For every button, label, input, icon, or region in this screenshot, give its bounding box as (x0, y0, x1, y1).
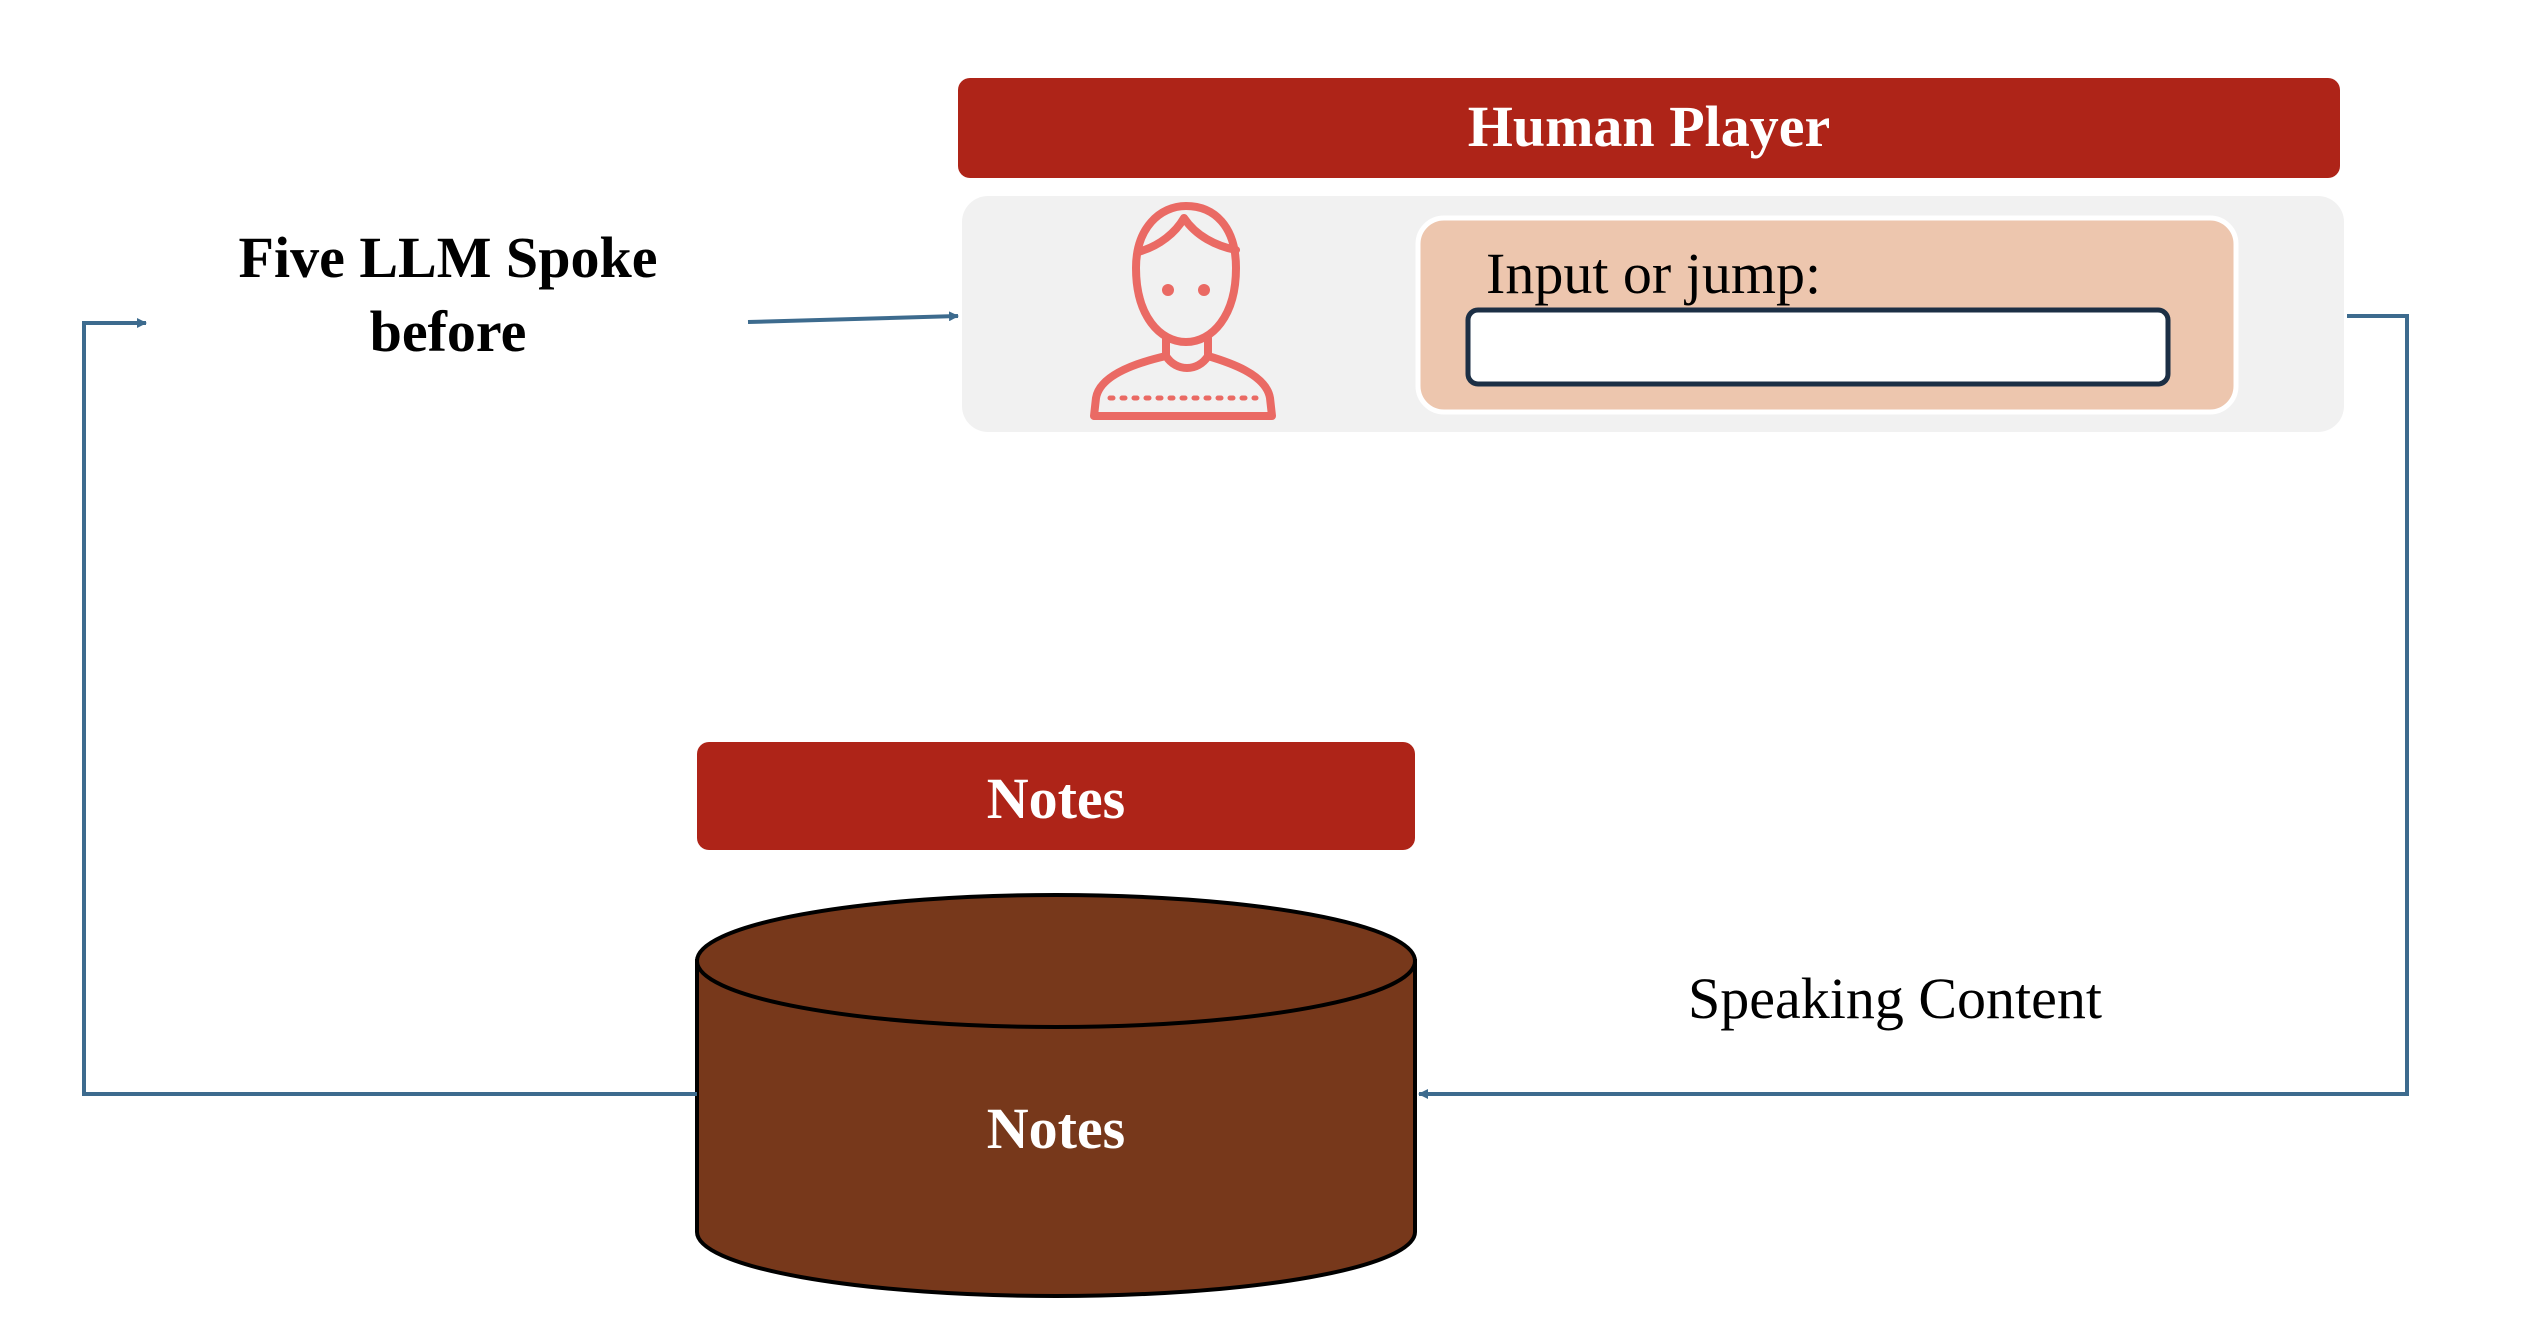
human-player-header: Human Player (958, 78, 2340, 178)
human-player-title: Human Player (1468, 94, 1830, 159)
notes-header-label: Notes (987, 766, 1126, 831)
source-label-line2: before (370, 299, 527, 364)
database-cylinder-icon: Notes (695, 893, 1417, 1298)
source-label-line1: Five LLM Spoke (239, 225, 658, 290)
arrow-source-to-player (747, 311, 959, 324)
notes-header: Notes (697, 742, 1415, 850)
source-label: Five LLM Spoke before (239, 225, 658, 364)
person-avatar-icon (1090, 202, 1276, 420)
speaking-content-label: Speaking Content (1688, 966, 2102, 1031)
arrow-notes-to-source (82, 318, 697, 1096)
input-label: Input or jump: (1486, 241, 1821, 306)
arrow-player-to-notes (1418, 314, 2409, 1099)
connectors (82, 311, 2409, 1099)
input-or-jump-field[interactable] (1465, 307, 2171, 387)
avatar-eyes (1162, 284, 1210, 296)
human-player-panel: Input or jump: (962, 196, 2344, 432)
notes-store-label: Notes (987, 1096, 1126, 1161)
